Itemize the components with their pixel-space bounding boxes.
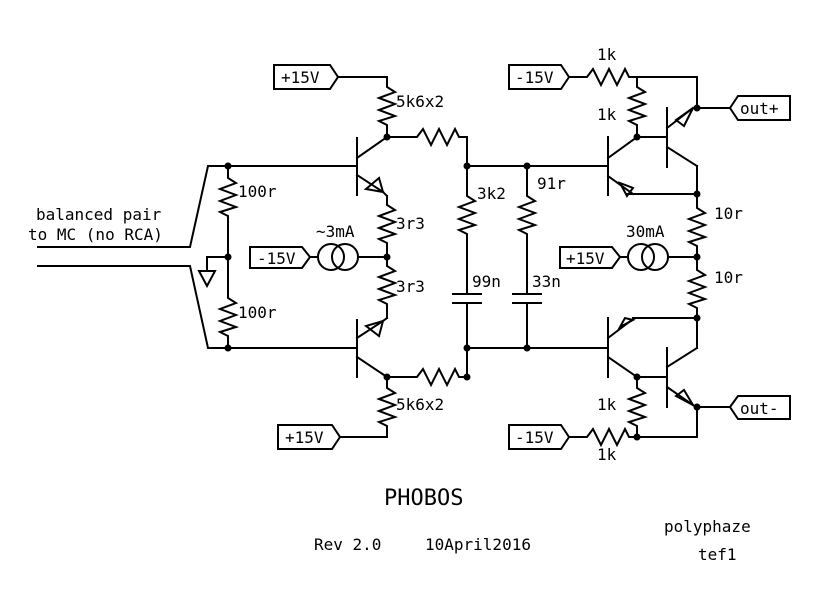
input-wires (37, 165, 229, 349)
supply-tag-top-left-plus (273, 64, 340, 90)
transistor-q4 (636, 106, 699, 195)
label-r-out-bot: 10r (714, 268, 743, 287)
output-tag-neg (728, 395, 791, 420)
label-r-comp2: 91r (537, 174, 566, 193)
label-r-top-shunt: 1k (597, 105, 617, 124)
output-label-pos: out+ (740, 99, 779, 118)
transistor-q1 (355, 135, 389, 198)
right-current-source (619, 243, 698, 271)
resistor-r-comp2 (516, 165, 539, 295)
resistor-r-coll-top (376, 76, 399, 138)
output-label-neg: out- (740, 399, 779, 418)
label-r-emit-top: 3r3 (396, 214, 425, 233)
supply-tag-bottom-right-minus (508, 424, 571, 450)
supply-tag-left-minus (249, 246, 312, 269)
input-label-line1: balanced pair (36, 205, 162, 224)
revision: Rev 2.0 (314, 535, 381, 554)
label-r-in-top: 100r (238, 182, 277, 201)
supply-tag-top-right-minus (508, 64, 571, 90)
transistor-q5 (606, 316, 698, 379)
left-current-source (309, 243, 388, 271)
supply-label-top-right-minus: -15V (515, 68, 554, 87)
label-c-comp1: 99n (472, 272, 501, 291)
supply-tag-bottom-left-plus (277, 424, 342, 450)
resistor-r-bot-series (568, 426, 698, 448)
resistor-r-out-top (686, 193, 709, 258)
resistor-series-top (386, 126, 468, 167)
author-line1: polyphaze (664, 517, 751, 536)
output-tag-pos (728, 95, 791, 121)
supply-label-mid-plus: +15V (566, 249, 605, 268)
label-c-comp2: 33n (532, 272, 561, 291)
label-r-in-bot: 100r (238, 303, 277, 322)
diagram-title: PHOBOS (384, 486, 463, 511)
resistor-r-top-series (568, 66, 698, 88)
label-r-out-top: 10r (714, 204, 743, 223)
label-r-coll-bot: 5k6x2 (396, 395, 444, 414)
resistor-series-bot (386, 347, 468, 388)
capacitor-c-comp1 (452, 293, 482, 349)
transistor-q2 (355, 316, 389, 379)
resistor-r-emit-bot (376, 256, 399, 319)
resistor-r-in-top (217, 165, 240, 258)
resistor-r-top-shunt (626, 76, 649, 138)
label-r-comp1: 3k2 (477, 184, 506, 203)
label-r-bot-shunt: 1k (597, 395, 617, 414)
supply-tag-mid-plus (559, 246, 622, 269)
resistor-r-emit-top (376, 195, 399, 258)
label-r-top-series: 1k (597, 45, 617, 64)
input-label-line2: to MC (no RCA) (28, 225, 163, 244)
supply-label-bottom-right-minus: -15V (515, 428, 554, 447)
capacitor-c-comp2 (512, 293, 542, 349)
resistor-r-bot-shunt (626, 376, 649, 438)
transistor-q3 (606, 135, 698, 198)
supply-label-top-left-plus: +15V (281, 68, 320, 87)
date: 10April2016 (425, 535, 531, 554)
label-r-emit-bot: 3r3 (396, 277, 425, 296)
resistor-r-coll-bot (376, 376, 399, 438)
author-line2: tef1 (698, 545, 737, 564)
supply-label-bottom-left-plus: +15V (285, 428, 324, 447)
label-r-bot-series: 1k (597, 445, 617, 464)
label-i-src-right: 30mA (626, 222, 665, 241)
label-i-src-left: ~3mA (316, 222, 355, 241)
transistor-q6 (636, 317, 699, 408)
resistor-r-out-bot (686, 256, 709, 319)
resistor-r-comp1 (456, 165, 479, 295)
junction-dots (224, 104, 701, 441)
ground-icon (197, 256, 229, 289)
resistor-r-in-bot (217, 256, 240, 349)
supply-label-left-minus: -15V (257, 249, 296, 268)
label-r-coll-top: 5k6x2 (396, 92, 444, 111)
